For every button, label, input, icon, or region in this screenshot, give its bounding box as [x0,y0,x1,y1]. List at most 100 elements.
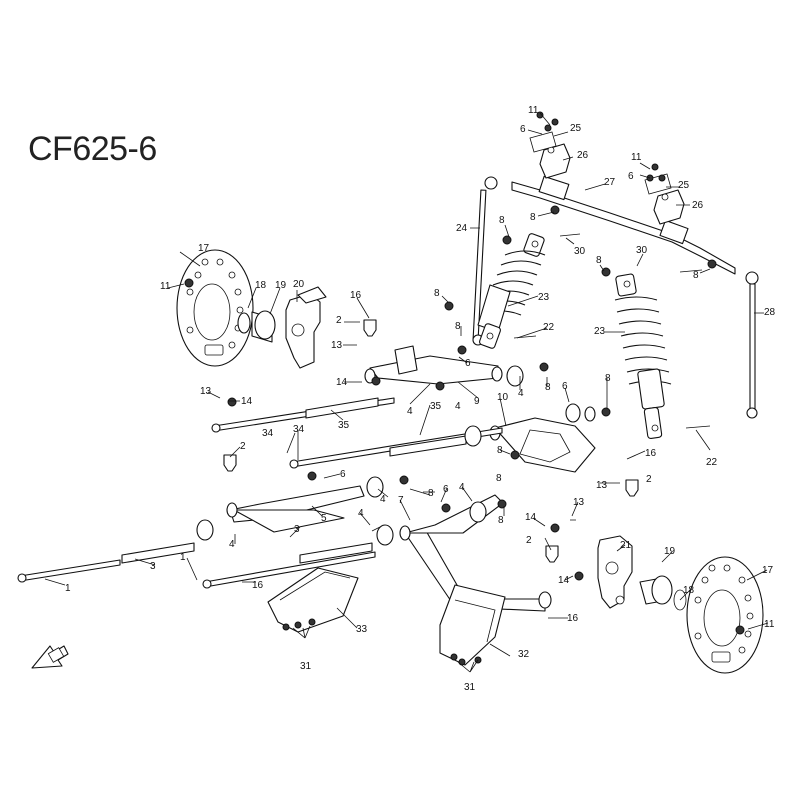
skid-plate-rear [439,584,506,666]
callout-31-a: 31 [300,661,312,672]
callout-23-a: 23 [538,292,550,303]
callout-5: 5 [321,513,327,524]
callout-13-c: 13 [596,480,608,491]
callout-4-e: 4 [459,482,465,493]
ball-joints [223,319,639,563]
callout-34-a: 34 [262,428,274,439]
callout-2-d: 2 [526,535,532,546]
callout-26-b: 26 [692,200,704,211]
callout-numbers: 11 6 25 26 8 11 6 25 26 27 24 8 30 8 30 … [65,105,776,693]
callout-6-b: 6 [628,171,634,182]
callout-8-i: 8 [497,445,503,456]
callout-7: 7 [398,495,404,506]
brake-disc-right [686,556,764,674]
callout-25-a: 25 [570,123,582,134]
callout-16-a: 16 [350,290,362,301]
callout-8-e: 8 [434,288,440,299]
callout-4-g: 4 [229,539,235,550]
callout-3-a: 3 [294,524,300,535]
callout-9: 9 [474,396,480,407]
callout-6-f: 6 [443,484,449,495]
callout-10: 10 [497,392,509,403]
callout-14-b: 14 [241,396,253,407]
front-direction-arrow-icon [31,645,69,669]
callout-8-k: 8 [428,488,434,499]
callout-19-a: 19 [275,280,287,291]
callout-18-a: 18 [255,280,267,291]
callout-4-b: 4 [518,388,524,399]
callout-8-j: 8 [496,473,502,484]
callout-17-a: 17 [198,243,210,254]
callout-8-f: 8 [455,321,461,332]
callout-13-b: 13 [200,386,212,397]
callout-24: 24 [456,223,468,234]
callout-16-d: 16 [567,613,579,624]
stabilizer-bar [511,175,736,275]
callout-8-g: 8 [545,382,551,393]
callout-11-b: 11 [631,152,642,163]
callout-8-d: 8 [693,270,699,281]
bushings [196,365,581,546]
callout-20: 20 [293,279,305,290]
callout-32: 32 [518,649,530,660]
callout-28: 28 [764,307,776,318]
callout-11-d: 11 [764,619,775,630]
callout-6-c: 6 [465,358,471,369]
callout-11-c: 11 [160,281,171,292]
stabilizer-link-right [745,271,759,419]
fasteners [184,205,745,666]
callout-14-d: 14 [558,575,570,586]
callout-4-f: 4 [358,508,364,519]
callout-8-l: 8 [498,515,504,526]
callout-16-c: 16 [252,580,264,591]
callout-23-b: 23 [594,326,606,337]
callout-25-b: 25 [678,180,690,191]
bracket-plate-left [529,131,557,153]
callout-16-b: 16 [645,448,657,459]
stabilizer-bracket-right [653,189,685,225]
upper-a-arm-rear [489,406,596,473]
callout-35-a: 35 [338,420,350,431]
callout-18-b: 18 [683,585,695,596]
shock-absorber-right [614,273,672,439]
callout-1-a: 1 [180,552,186,563]
callout-30-a: 30 [574,246,586,257]
callout-4-c: 4 [455,401,461,412]
steering-knuckle-left [285,286,327,369]
callout-22-a: 22 [543,322,555,333]
callout-13-a: 13 [331,340,343,351]
callout-4-a: 4 [407,406,413,417]
callout-6-d: 6 [562,381,568,392]
callout-2-b: 2 [240,441,246,452]
callout-8-b: 8 [499,215,505,226]
callout-14-c: 14 [525,512,537,523]
skid-plate-front [267,567,359,633]
callout-33: 33 [356,624,368,635]
callout-22-b: 22 [706,457,718,468]
callout-6-e: 6 [340,469,346,480]
upper-a-arm-front [364,345,503,385]
callout-17-b: 17 [762,565,774,576]
callout-31-b: 31 [464,682,476,693]
callout-19-b: 19 [664,546,676,557]
callout-6-a: 6 [520,124,526,135]
callout-21: 21 [620,540,632,551]
callout-3-b: 3 [150,561,156,572]
callout-1-b: 1 [65,583,71,594]
callout-35-b: 35 [430,401,442,412]
shock-absorber-left [477,233,546,349]
callout-11-a: 11 [528,105,539,116]
callout-34-b: 34 [293,424,305,435]
callout-26-a: 26 [577,150,589,161]
pivot-shafts [17,397,503,589]
wheel-bearing-left [237,310,276,343]
callout-2-c: 2 [646,474,652,485]
callout-13-d: 13 [573,497,585,508]
leader-lines [44,112,769,673]
callout-8-a: 8 [530,212,536,223]
bracket-fasteners [536,111,666,182]
brake-disc-left [176,249,254,367]
callout-27: 27 [604,177,616,188]
callout-8-c: 8 [596,255,602,266]
